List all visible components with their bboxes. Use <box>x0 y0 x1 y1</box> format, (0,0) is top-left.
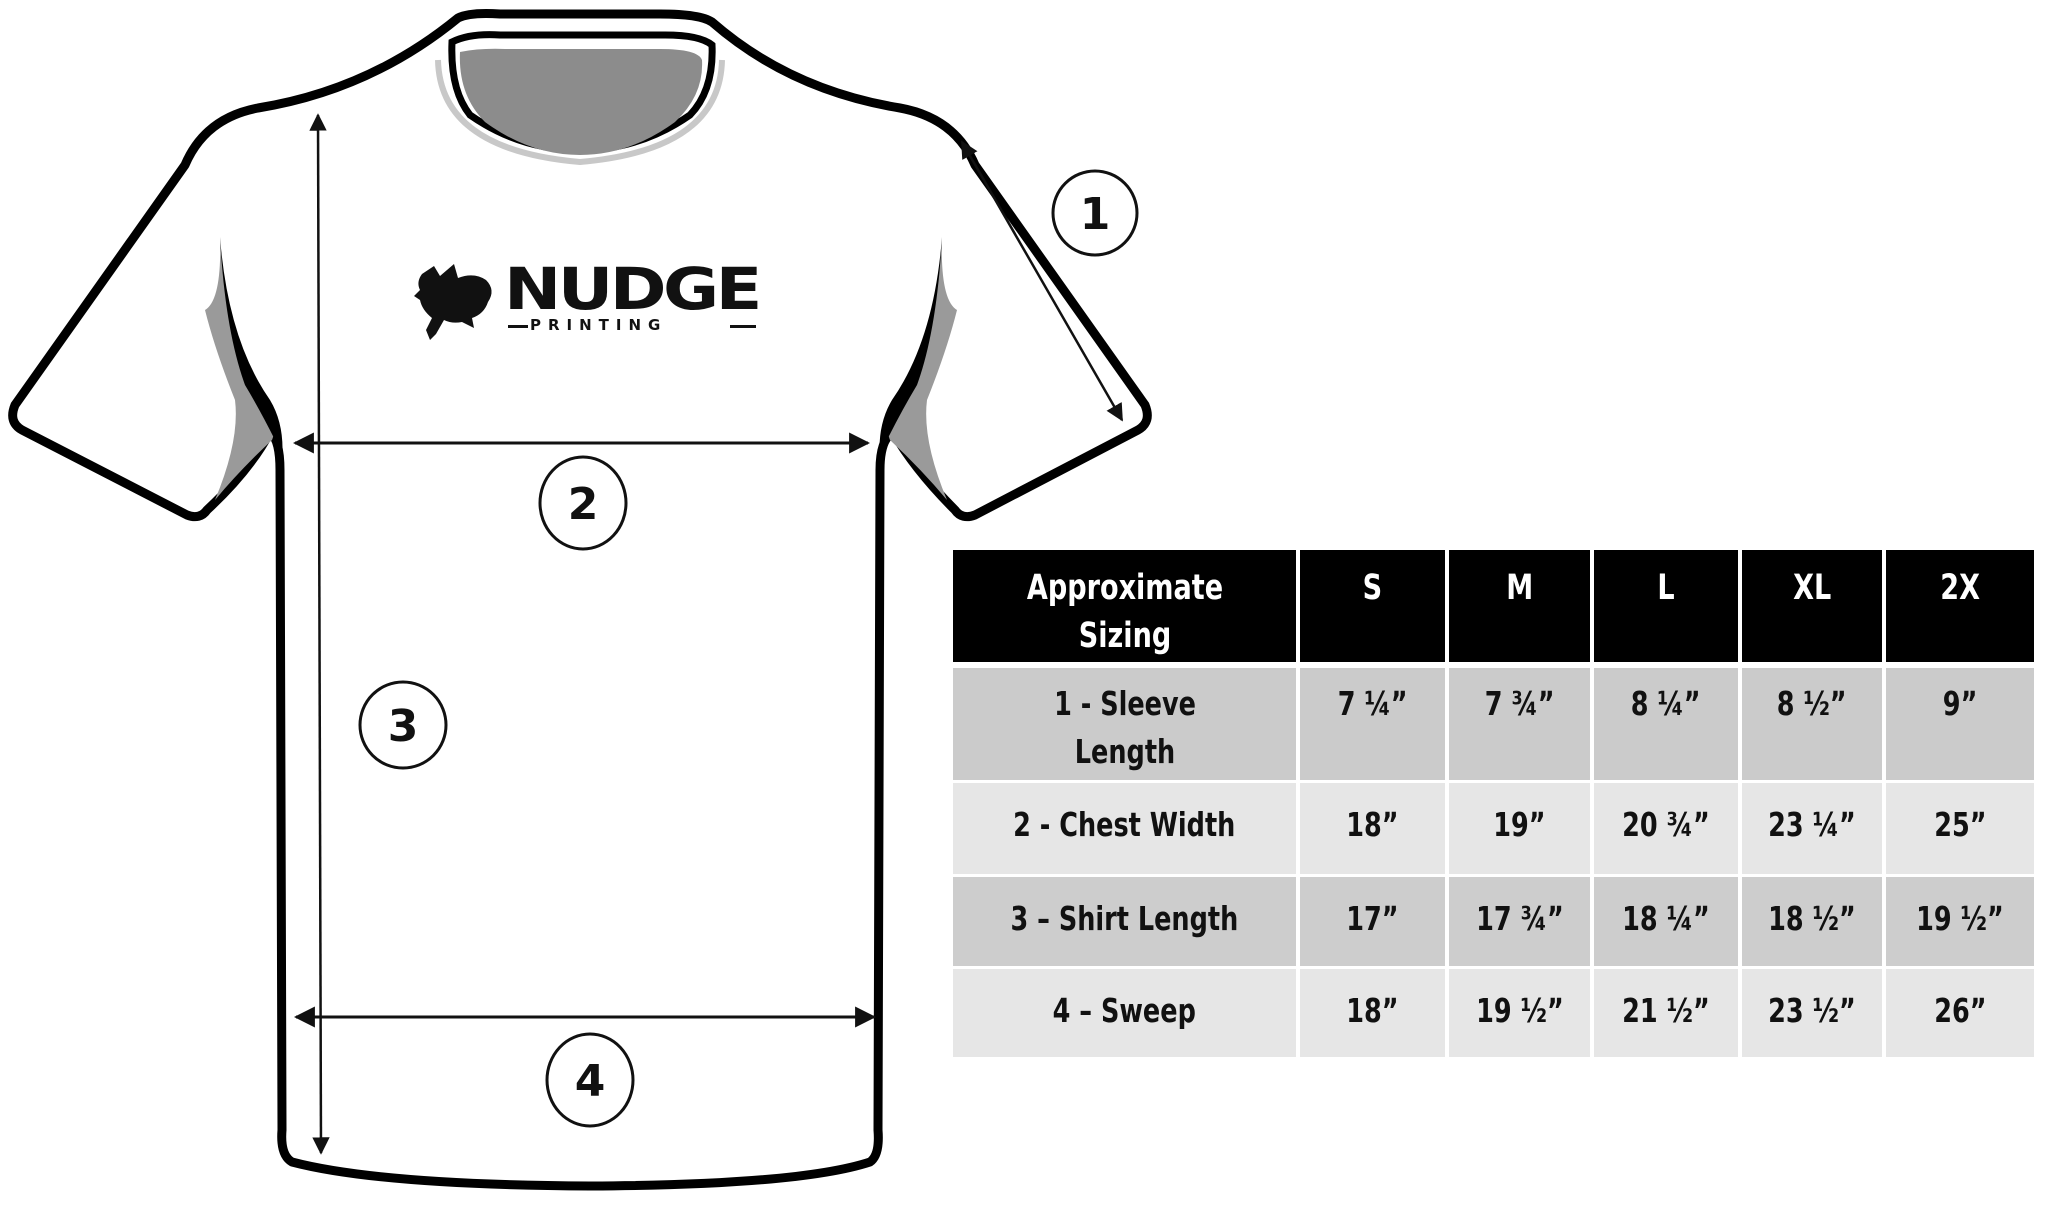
svg-text:1: 1 <box>1080 189 1111 240</box>
table-header-row: Approximate Sizing S M L XL 2X <box>953 550 2034 662</box>
header-size-2x: 2X <box>1886 550 2034 662</box>
cell-value: 21 ½” <box>1594 969 1738 1057</box>
size-chart-table: Approximate Sizing S M L XL 2X 1 - Sleev… <box>949 550 2038 1057</box>
cell-value: 23 ½” <box>1742 969 1882 1057</box>
tshirt-diagram: 1 2 3 4 <box>8 9 1152 1191</box>
marker-1: 1 <box>1051 169 1139 257</box>
cell-value: 8 ½” <box>1742 668 1882 780</box>
cell-value: 9” <box>1886 668 2034 780</box>
logo-divider-right <box>730 325 756 328</box>
svg-text:4: 4 <box>575 1056 606 1107</box>
cell-value: 17” <box>1300 877 1445 966</box>
row-label: 3 – Shirt Length <box>953 877 1296 966</box>
shirt-length-arrow <box>309 113 330 1155</box>
cell-value: 25” <box>1886 783 2034 874</box>
cell-value: 26” <box>1886 969 2034 1057</box>
cell-value: 18” <box>1300 969 1445 1057</box>
marker-2: 2 <box>538 455 628 551</box>
header-size-l: L <box>1594 550 1738 662</box>
flying-pig-icon <box>414 264 492 340</box>
row-label: 4 – Sweep <box>953 969 1296 1057</box>
cell-value: 18 ¼” <box>1594 877 1738 966</box>
nudge-printing-logo: NUDGE PRINTING <box>412 258 792 338</box>
svg-text:3: 3 <box>388 701 419 752</box>
table-row-shirt-length: 3 – Shirt Length 17” 17 ¾” 18 ¼” 18 ½” 1… <box>953 877 2034 966</box>
header-size-s: S <box>1300 550 1445 662</box>
cell-value: 19” <box>1449 783 1590 874</box>
cell-value: 18” <box>1300 783 1445 874</box>
cell-value: 17 ¾” <box>1449 877 1590 966</box>
logo-divider-left <box>508 325 528 328</box>
logo-brand: NUDGE <box>504 255 762 323</box>
cell-value: 19 ½” <box>1886 877 2034 966</box>
row-label: 1 - Sleeve Length <box>953 668 1296 780</box>
marker-4: 4 <box>545 1032 635 1128</box>
table-row-chest-width: 2 - Chest Width 18” 19” 20 ¾” 23 ¼” 25” <box>953 783 2034 874</box>
marker-3: 3 <box>358 680 448 770</box>
svg-text:2: 2 <box>568 479 599 530</box>
header-size-m: M <box>1449 550 1590 662</box>
cell-value: 7 ¾” <box>1449 668 1590 780</box>
header-size-xl: XL <box>1742 550 1882 662</box>
row-label: 2 - Chest Width <box>953 783 1296 874</box>
cell-value: 7 ¼” <box>1300 668 1445 780</box>
cell-value: 23 ¼” <box>1742 783 1882 874</box>
cell-value: 20 ¾” <box>1594 783 1738 874</box>
cell-value: 18 ½” <box>1742 877 1882 966</box>
sleeve-length-arrow <box>960 140 1124 422</box>
table-row-sleeve-length: 1 - Sleeve Length 7 ¼” 7 ¾” 8 ¼” 8 ½” 9” <box>953 668 2034 780</box>
cell-value: 19 ½” <box>1449 969 1590 1057</box>
logo-tagline: PRINTING <box>530 316 668 334</box>
cell-value: 8 ¼” <box>1594 668 1738 780</box>
shirt-outline <box>8 9 1152 1191</box>
table-row-sweep: 4 – Sweep 18” 19 ½” 21 ½” 23 ½” 26” <box>953 969 2034 1057</box>
header-approximate-sizing: Approximate Sizing <box>953 550 1296 662</box>
